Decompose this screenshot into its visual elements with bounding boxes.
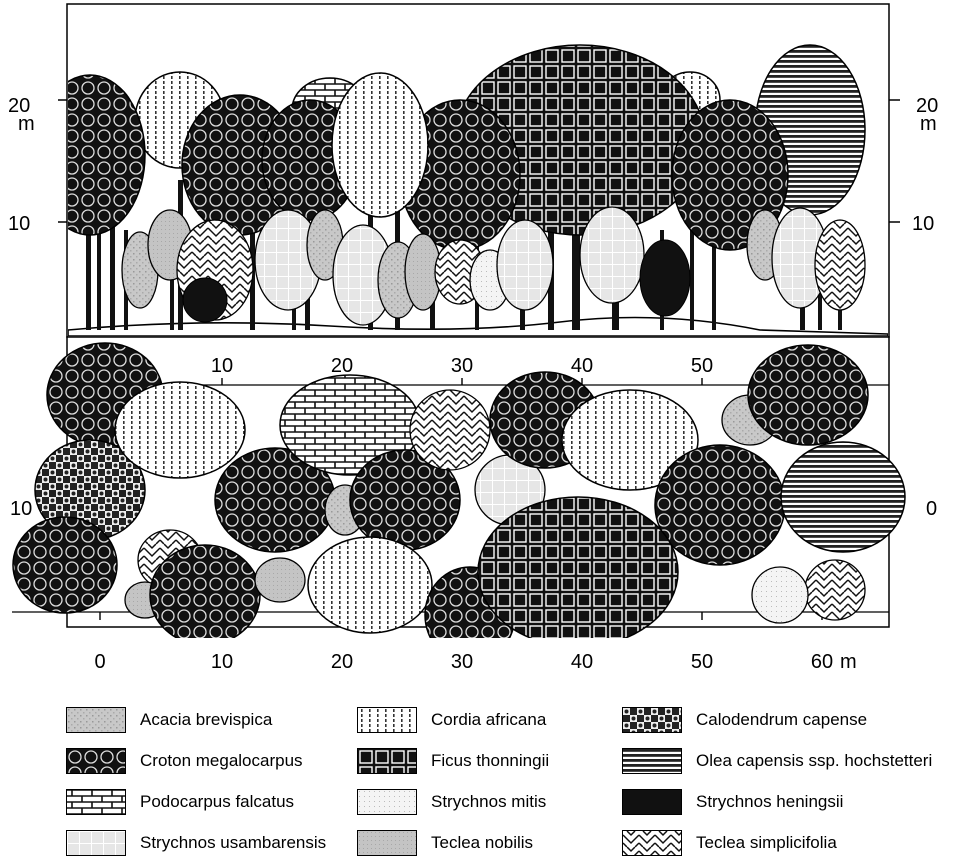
plan-bottom-x-tick-40: 40	[571, 651, 593, 673]
profile-y-unit-right: m	[920, 113, 937, 135]
plan-bottom-x-tick-60: 60	[811, 651, 833, 673]
legend-label: Podocarpus falcatus	[140, 792, 295, 811]
legend-label: Cordia africana	[431, 710, 547, 729]
legend-label: Olea capensis ssp. hochstetteri	[696, 751, 933, 770]
plan-top-x-tick-30: 30	[451, 355, 473, 377]
plan-bottom-x-tick-50: 50	[691, 651, 713, 673]
plan-bottom-x-tick-0: 0	[94, 651, 105, 673]
legend-label: Strychnos mitis	[431, 792, 547, 811]
profile-y-tick-20-left: 20	[8, 95, 30, 117]
plan-bottom-x-tick-10: 10	[211, 651, 233, 673]
legend-item-teclea-simplicifolia: Teclea simplicifolia	[622, 829, 837, 857]
plan-bottom-x-tick-20: 20	[331, 651, 353, 673]
legend-item-strychnos-mitis: Strychnos mitis	[357, 788, 546, 816]
legend-label: Strychnos heningsii	[696, 792, 844, 811]
legend-swatch	[622, 748, 682, 774]
legend-item-strychnos-usambarensis: Strychnos usambarensis	[66, 829, 326, 857]
profile-y-tick-20-right: 20	[916, 95, 938, 117]
legend-item-calodendrum-capense: Calodendrum capense	[622, 706, 867, 734]
legend-swatch	[66, 707, 126, 733]
legend-label: Teclea nobilis	[431, 833, 534, 852]
legend-item-olea-capensis: Olea capensis ssp. hochstetteri	[622, 747, 932, 775]
legend-item-ficus-thonningii: Ficus thonningii	[357, 747, 549, 775]
legend-item-croton-megalocarpus: Croton megalocarpus	[66, 747, 303, 775]
legend-swatch	[357, 748, 417, 774]
legend-swatch	[66, 789, 126, 815]
plan-bottom-x-unit: m	[840, 651, 857, 673]
legend-swatch	[357, 789, 417, 815]
forest-profile-figure: 20 m 10 20 m 10 10 20 30 40 50 m	[8, 3, 938, 673]
plan-bottom-x-tick-30: 30	[451, 651, 473, 673]
legend-item-cordia-africana: Cordia africana	[357, 706, 546, 734]
legend-label: Strychnos usambarensis	[140, 833, 327, 852]
legend-swatch	[66, 830, 126, 856]
legend-label: Croton megalocarpus	[140, 751, 303, 770]
plan-top-x-tick-50: 50	[691, 355, 713, 377]
plan-top-x-tick-20: 20	[331, 355, 353, 377]
plan-top-x-tick-10: 10	[211, 355, 233, 377]
legend-swatch	[622, 707, 682, 733]
legend-label: Acacia brevispica	[140, 710, 273, 729]
profile-y-tick-10-right: 10	[912, 213, 934, 235]
legend-swatch	[357, 830, 417, 856]
plan-y-tick-right: 0	[926, 498, 937, 520]
legend: Acacia brevispica Cordia africana Calode…	[0, 696, 971, 865]
legend-item-acacia-brevispica: Acacia brevispica	[66, 706, 272, 734]
plan-y-tick-left: 10	[10, 498, 32, 520]
legend-item-teclea-nobilis: Teclea nobilis	[357, 829, 533, 857]
profile-y-unit-left: m	[18, 113, 35, 135]
legend-label: Ficus thonningii	[431, 751, 550, 770]
legend-label: Calodendrum capense	[696, 710, 868, 729]
legend-item-strychnos-heningsii: Strychnos heningsii	[622, 788, 843, 816]
legend-swatch	[622, 830, 682, 856]
legend-label: Teclea simplicifolia	[696, 833, 837, 852]
legend-swatch	[622, 789, 682, 815]
plan-panel: 10 20 30 40 50 m	[10, 336, 937, 673]
legend-item-podocarpus-falcatus: Podocarpus falcatus	[66, 788, 294, 816]
profile-panel: 20 m 10 20 m 10	[8, 3, 938, 338]
legend-swatch	[357, 707, 417, 733]
legend-swatch	[66, 748, 126, 774]
profile-y-tick-10-left: 10	[8, 213, 30, 235]
plan-top-x-tick-40: 40	[571, 355, 593, 377]
